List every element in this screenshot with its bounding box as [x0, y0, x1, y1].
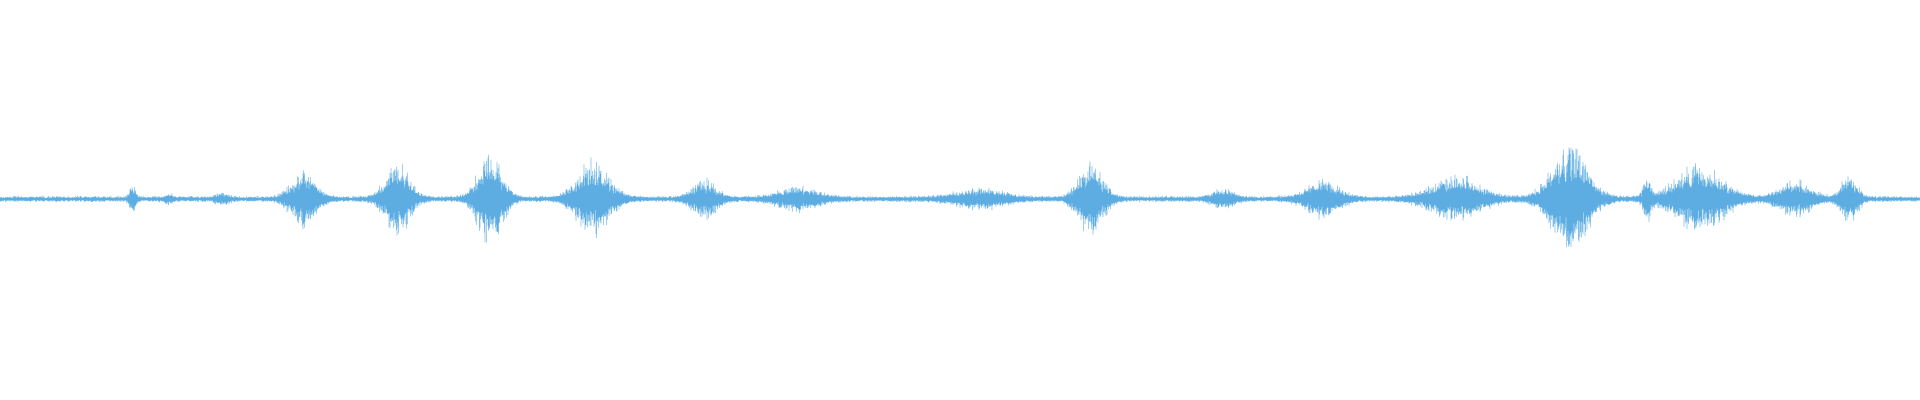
waveform-samples: [0, 147, 1920, 248]
waveform-trace: [0, 147, 1920, 248]
